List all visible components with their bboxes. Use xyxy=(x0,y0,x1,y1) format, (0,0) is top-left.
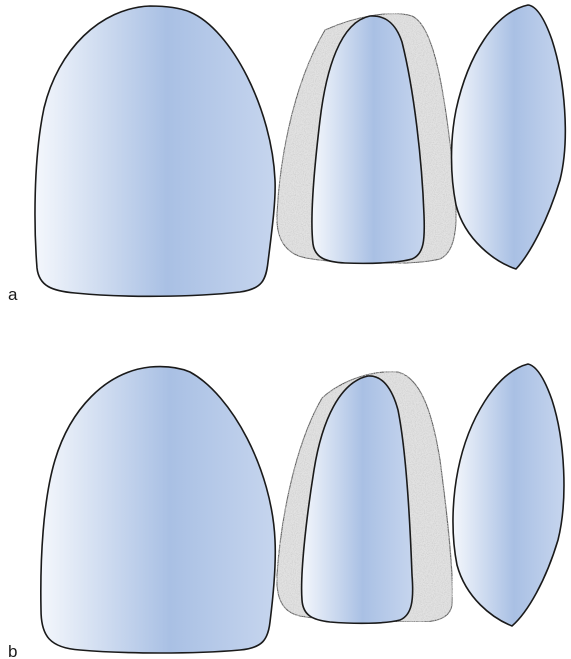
canine-b xyxy=(453,364,564,626)
canine-a xyxy=(452,5,566,269)
central-incisor-a xyxy=(35,6,275,296)
panel-label-a: a xyxy=(8,285,18,304)
panel-label-b: b xyxy=(8,642,17,659)
panel-a: a xyxy=(8,5,565,304)
central-incisor-b xyxy=(41,367,275,653)
panel-b: b xyxy=(8,364,564,659)
